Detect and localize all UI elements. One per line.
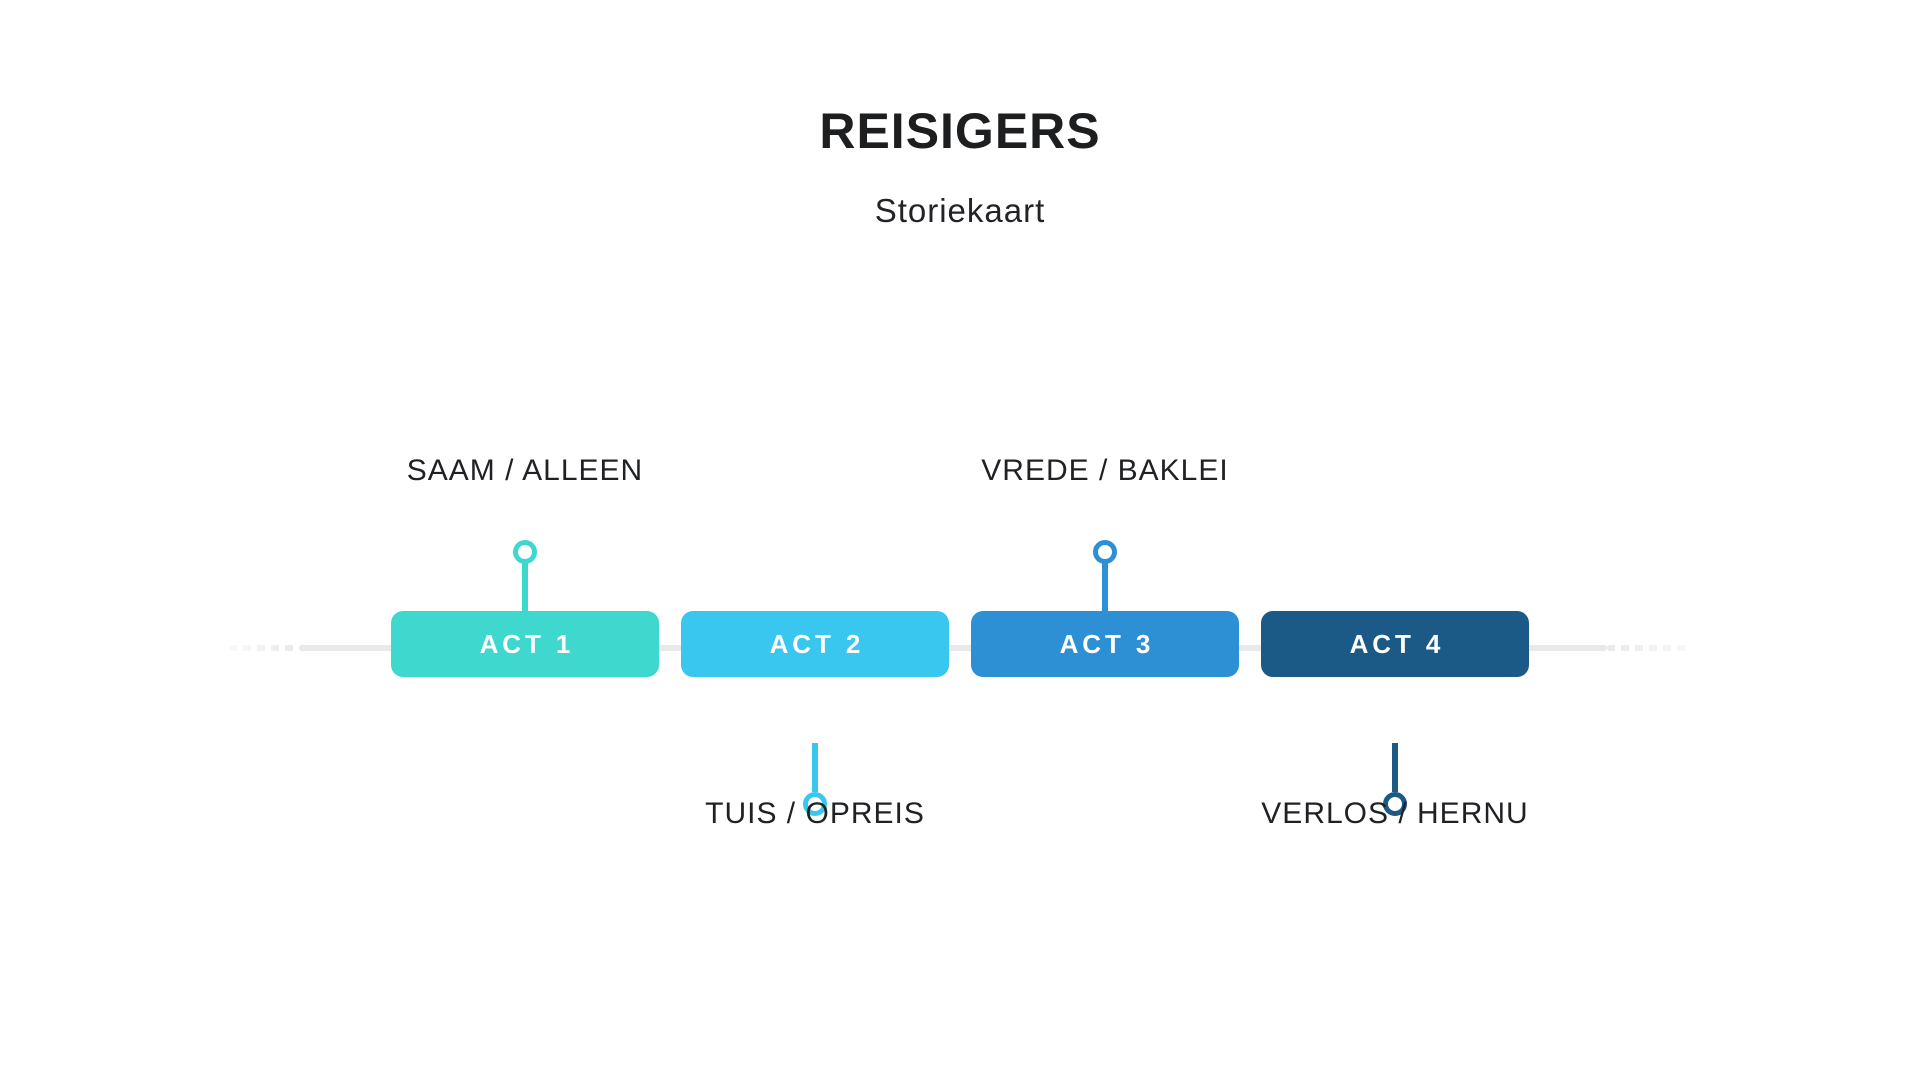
connector-dot bbox=[1383, 792, 1407, 816]
connector-stem bbox=[1392, 743, 1398, 792]
header: REISIGERS Storiekaart bbox=[0, 102, 1920, 230]
axis-line bbox=[299, 645, 1607, 651]
acts-row: SAAM / ALLEEN ACT 1 ACT 2 TUIS / OPREIS … bbox=[391, 454, 1529, 830]
act-3-theme-label: VREDE / BAKLEI bbox=[981, 454, 1229, 487]
act-group-3: VREDE / BAKLEI ACT 3 bbox=[971, 454, 1239, 677]
timeline-axis bbox=[229, 645, 1691, 651]
act-1-theme-label: SAAM / ALLEEN bbox=[406, 454, 644, 487]
act-2-box: ACT 2 bbox=[681, 611, 949, 677]
act-4-theme-label: VERLOS / HERNU bbox=[1261, 797, 1529, 830]
act-group-1: SAAM / ALLEEN ACT 1 bbox=[391, 454, 659, 677]
page-title: REISIGERS bbox=[819, 103, 1101, 159]
connector-stem bbox=[522, 563, 528, 611]
act-group-2: ACT 2 TUIS / OPREIS bbox=[681, 611, 949, 830]
act-1-box: ACT 1 bbox=[391, 611, 659, 677]
connector-dot bbox=[1093, 540, 1117, 564]
connector-dot bbox=[513, 540, 537, 564]
axis-dash-left bbox=[229, 645, 299, 651]
connector-dot bbox=[803, 792, 827, 816]
page-subtitle: Storiekaart bbox=[874, 192, 1046, 229]
act-2-theme-label: TUIS / OPREIS bbox=[705, 797, 925, 830]
act-4-box: ACT 4 bbox=[1261, 611, 1529, 677]
axis-dash-right bbox=[1607, 645, 1691, 651]
connector-stem bbox=[812, 743, 818, 792]
act-group-4: ACT 4 VERLOS / HERNU bbox=[1261, 611, 1529, 830]
act-3-box: ACT 3 bbox=[971, 611, 1239, 677]
connector-stem bbox=[1102, 563, 1108, 611]
